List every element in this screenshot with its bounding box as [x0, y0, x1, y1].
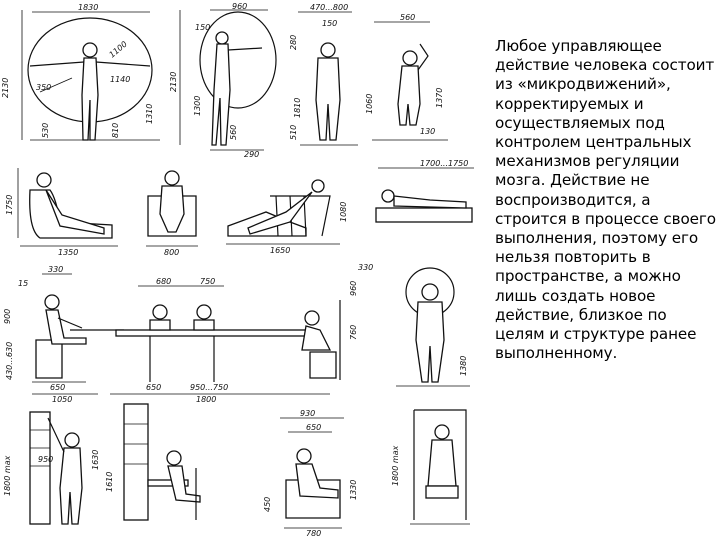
dim-label: 1060: [365, 94, 374, 114]
dim-label: 1810: [293, 98, 302, 118]
dim-label: 760: [349, 325, 358, 340]
dim-label: 950...750: [190, 383, 228, 392]
dim-label: 1650: [270, 246, 290, 255]
figure-lying: 1700...1750: [375, 159, 474, 223]
dim-label: 1350: [58, 248, 78, 257]
figure-shelf-reach: 1800 max 1630 950: [3, 411, 100, 525]
dim-label: 330: [358, 263, 373, 272]
figure-arm-raised: 560 1060 1370 130: [365, 13, 448, 141]
dim-label: 1700...1750: [420, 159, 468, 168]
dim-label: 130: [420, 127, 435, 136]
dim-label: 1050: [52, 395, 72, 404]
slide-text: Любое управляющее действие человека сост…: [495, 37, 716, 363]
dim-label: 810: [111, 123, 120, 138]
dim-label: 290: [244, 150, 259, 159]
figure-sitting-armchair: 800: [146, 170, 198, 257]
dim-label: 900: [3, 309, 12, 324]
dim-label: 1080: [339, 202, 348, 222]
figure-table-pair: 680 750 650 950...750 1800: [110, 277, 330, 404]
dim-label: 280: [289, 35, 298, 50]
figure-standing: 470...800 150 280 1810 510: [289, 3, 358, 146]
dim-label: 800: [164, 248, 179, 257]
dim-label: 430...630: [5, 342, 14, 380]
dim-label: 680: [156, 277, 171, 286]
dim-label: 530: [41, 123, 50, 138]
dim-label: 1750: [5, 195, 14, 215]
figure-wardrobe: 1800 max: [391, 409, 470, 525]
dim-label: 960: [232, 2, 247, 11]
dim-label: 1300: [193, 96, 202, 116]
dim-label: 650: [50, 383, 65, 392]
dim-label: 1310: [145, 104, 154, 124]
dim-label: 450: [263, 497, 272, 512]
dim-label: 15: [18, 279, 28, 288]
dim-label: 650: [146, 383, 161, 392]
dim-label: 1140: [110, 75, 130, 84]
dim-label: 470...800: [310, 3, 348, 12]
dim-label: 150: [195, 23, 210, 32]
dim-label: 1630: [91, 450, 100, 470]
dim-label: 1610: [105, 472, 114, 492]
figure-side-sitter: 760 960 330: [301, 263, 373, 380]
dim-label: 750: [200, 277, 215, 286]
figure-arm-reach: 1830 2130 350 1140 1100 530 810 1310: [1, 3, 160, 141]
dim-label: 930: [300, 409, 315, 418]
figure-desk-worker: 430...630 900 15 330 650 1050: [3, 265, 124, 404]
dim-label: 2130: [169, 72, 178, 92]
figure-desk-shelf: 1610: [105, 403, 201, 521]
figure-head-circle: 1380: [396, 267, 470, 387]
dim-label: 1100: [108, 40, 129, 60]
dim-label: 350: [36, 83, 51, 92]
dim-label: 650: [306, 423, 321, 432]
figure-armchair-dims: 930 650 450 1330 780: [263, 409, 358, 538]
dim-label: 150: [322, 19, 337, 28]
dim-label: 1800 max: [3, 455, 12, 496]
figure-lounge-chair: 1080 1650: [226, 179, 348, 255]
dim-label: 1800: [196, 395, 216, 404]
dim-label: 560: [229, 125, 238, 140]
dim-label: 560: [400, 13, 415, 22]
dim-label: 780: [306, 529, 321, 538]
dim-label: 510: [289, 125, 298, 140]
dim-label: 1380: [459, 356, 468, 376]
dim-label: 1370: [435, 88, 444, 108]
dim-label: 960: [349, 281, 358, 296]
anthropometry-illustration: 1830 2130 350 1140 1100 530 810 1310 213…: [1, 2, 474, 538]
figure-reclining-armchair: 1750 1350: [5, 168, 118, 257]
dim-label: 950: [38, 455, 53, 464]
dim-label: 1830: [78, 3, 98, 12]
dim-label: 2130: [1, 78, 10, 98]
dim-label: 330: [48, 265, 63, 274]
dim-label: 1800 max: [391, 445, 400, 486]
dim-label: 1330: [349, 480, 358, 500]
figure-side-reach: 2130 960 150 1300 560 290: [169, 2, 277, 159]
